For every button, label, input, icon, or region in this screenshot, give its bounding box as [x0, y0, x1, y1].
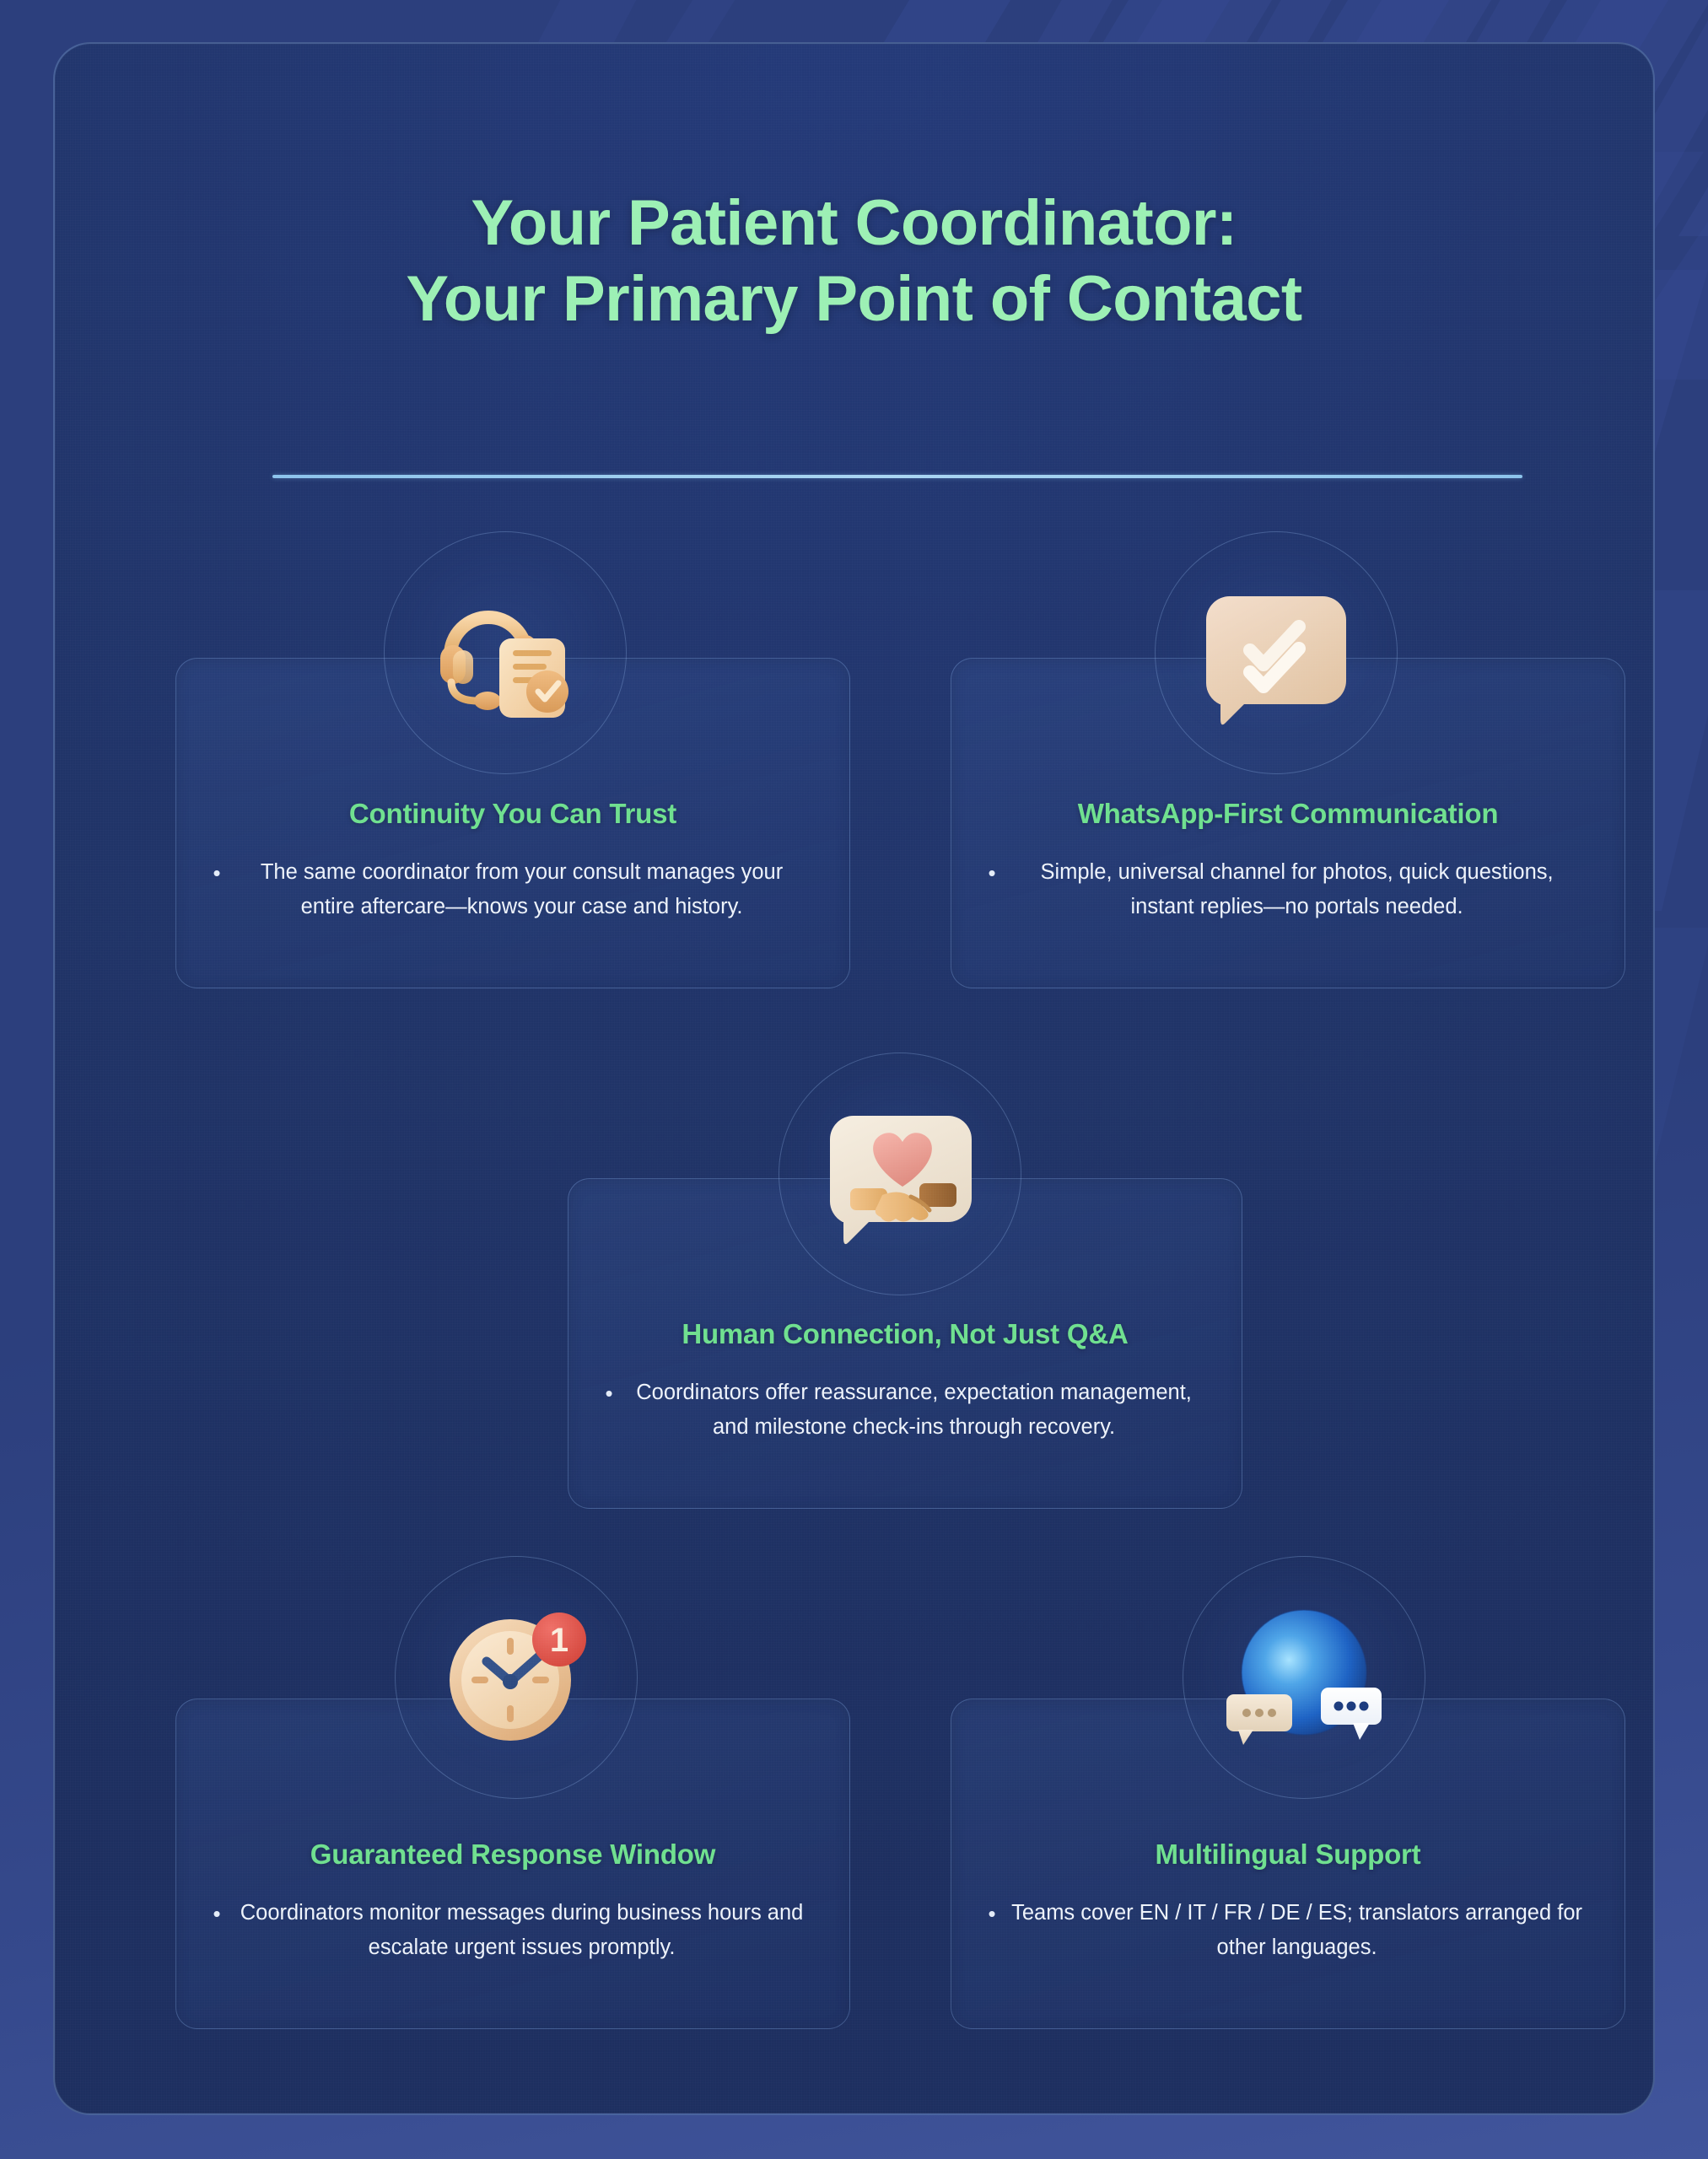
card-body: Human Connection, Not Just Q&A • Coordin…: [568, 1318, 1242, 1446]
clock-notification-badge-icon: 1: [450, 1613, 586, 1741]
page-title-line-2: Your Primary Point of Contact: [406, 262, 1302, 335]
page-header: Your Patient Coordinator: Your Primary P…: [55, 186, 1653, 337]
icon-circle-response-window: 1: [395, 1556, 638, 1799]
bullet-icon: •: [988, 1901, 996, 1926]
card-description: Teams cover EN / IT / FR / DE / ES; tran…: [1011, 1901, 1582, 1960]
icon-circle-continuity: [384, 531, 627, 774]
bullet-icon: •: [605, 1381, 613, 1406]
globe-chat-bubbles-icon: [1226, 1609, 1382, 1745]
feature-card-human-connection: Human Connection, Not Just Q&A • Coordin…: [568, 1178, 1242, 1509]
card-bullet-row: • Simple, universal channel for photos, …: [980, 855, 1596, 925]
card-description: Coordinators offer reassurance, expectat…: [636, 1381, 1192, 1440]
card-title: Guaranteed Response Window: [310, 1839, 716, 1870]
bullet-icon: •: [213, 860, 221, 886]
speech-bubble-double-check-icon: [1205, 596, 1346, 725]
card-description: Simple, universal channel for photos, qu…: [1040, 860, 1554, 919]
headset-clipboard-check-icon: [440, 611, 568, 718]
bullet-icon: •: [213, 1901, 221, 1926]
card-title: Multilingual Support: [1155, 1839, 1421, 1870]
card-bullet-row: • Coordinators offer reassurance, expect…: [597, 1376, 1213, 1446]
card-title: Human Connection, Not Just Q&A: [682, 1318, 1129, 1349]
clock-badge-value: 1: [550, 1622, 568, 1659]
page-title-line-1: Your Patient Coordinator:: [471, 187, 1237, 259]
card-bullet-row: • Coordinators monitor messages during b…: [205, 1896, 821, 1966]
card-bullet-row: • The same coordinator from your consult…: [205, 855, 821, 925]
card-description: The same coordinator from your consult m…: [260, 860, 784, 919]
content-panel: Your Patient Coordinator: Your Primary P…: [53, 42, 1655, 2115]
card-bullet-row: • Teams cover EN / IT / FR / DE / ES; tr…: [980, 1896, 1596, 1966]
card-title: Continuity You Can Trust: [348, 798, 677, 829]
card-body: Multilingual Support • Teams cover EN / …: [951, 1839, 1624, 1966]
header-divider: [272, 475, 1522, 478]
card-description: Coordinators monitor messages during bus…: [240, 1901, 804, 1960]
speech-bubble-heart-handshake-icon: [829, 1116, 972, 1245]
icon-circle-whatsapp-first: [1155, 531, 1398, 774]
card-body: WhatsApp-First Communication • Simple, u…: [951, 798, 1624, 925]
icon-circle-multilingual: [1183, 1556, 1425, 1799]
bullet-icon: •: [988, 860, 996, 886]
card-body: Continuity You Can Trust • The same coor…: [176, 798, 849, 925]
icon-circle-human-connection: [779, 1053, 1021, 1295]
card-title: WhatsApp-First Communication: [1077, 798, 1499, 829]
card-body: Guaranteed Response Window • Coordinator…: [176, 1839, 849, 1966]
